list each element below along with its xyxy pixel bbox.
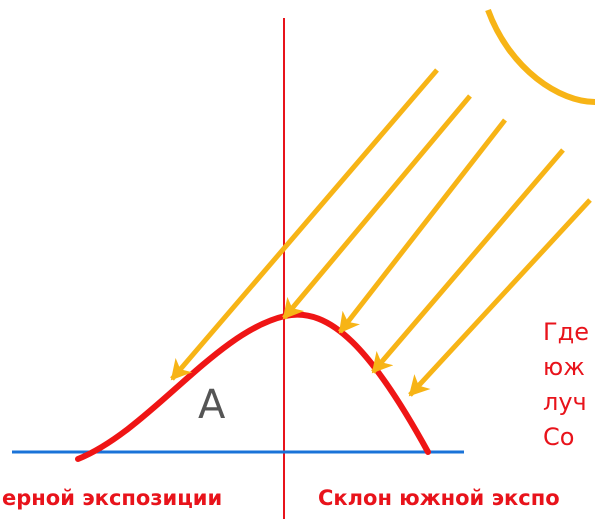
sun-ray <box>282 94 472 320</box>
side-text-line-2: юж <box>543 353 585 381</box>
sun-ray <box>170 68 439 381</box>
north-slope-label: ерной экспозиции <box>2 486 222 510</box>
sun-arc <box>485 8 595 105</box>
sun-ray <box>338 118 507 334</box>
side-text-line-3: луч <box>543 388 587 416</box>
sun-rays <box>170 68 592 397</box>
side-text-line-1: Где <box>543 318 589 346</box>
sun-ray <box>408 198 592 397</box>
sun-ray <box>371 148 565 374</box>
hill-label: A <box>198 382 226 428</box>
side-text-line-4: Со <box>543 423 574 451</box>
south-slope-label: Склон южной экспо <box>318 486 560 510</box>
hill-profile <box>75 311 431 462</box>
